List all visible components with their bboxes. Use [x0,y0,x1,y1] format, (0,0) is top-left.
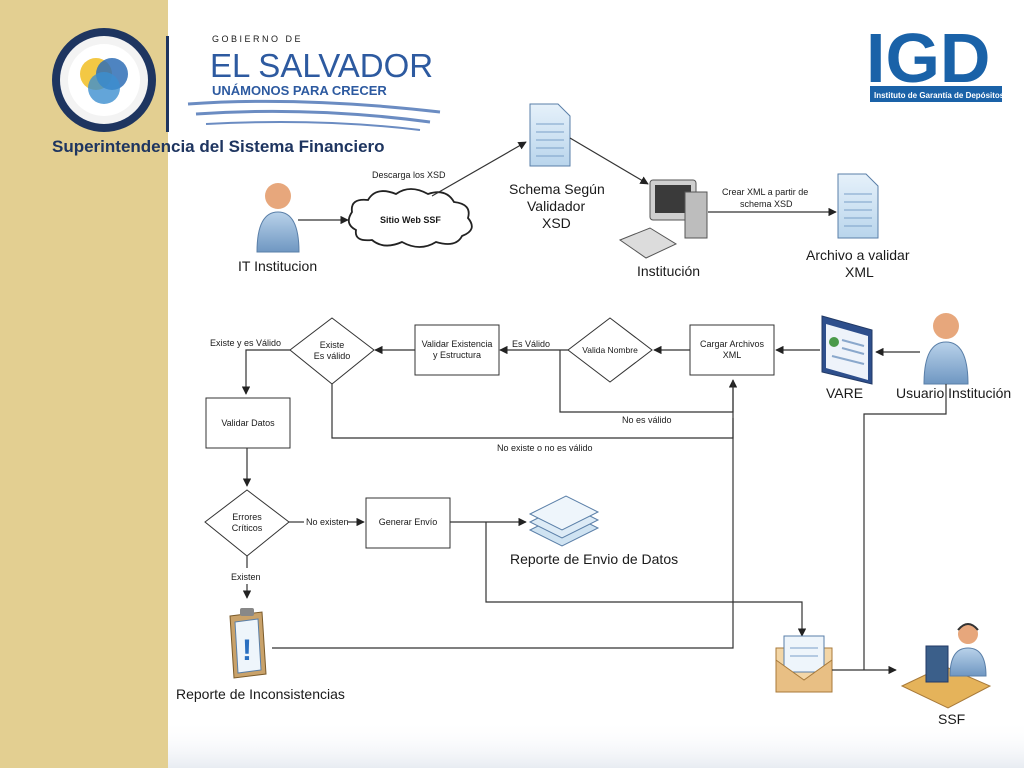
descarga-xsd-label: Descarga los XSD [372,170,446,180]
validar-datos-label: Validar Datos [221,418,275,428]
archivo-label-2: XML [845,264,874,280]
usuario-institucion-person-icon [923,313,969,385]
crear-xml-label-2: schema XSD [740,199,793,209]
svg-text:!: ! [242,634,252,667]
existe-diamond-label-2: Es válido [314,351,351,361]
reporte-inconsistencias-label: Reporte de Inconsistencias [176,686,345,702]
validar-datos-box [205,397,291,449]
crear-xml-label-1: Crear XML a partir de [722,187,808,197]
sitio-web-label: Sitio Web SSF [380,215,441,225]
reporte-envio-label: Reporte de Envio de Datos [510,551,678,567]
vare-label: VARE [826,385,863,401]
schema-label-2: Validador [527,198,585,214]
cargar-archivos-label-1: Cargar Archivos [700,339,765,349]
usuario-institucion-label: Usuario Institución [896,385,1011,401]
it-institucion-person-icon [256,183,300,253]
schema-xsd-document-icon [529,103,571,167]
validar-existencia-box [414,324,500,376]
schema-label-3: XSD [542,215,571,231]
gobierno-main-text: EL SALVADOR [210,47,433,84]
no-existen-label: No existen [306,517,349,527]
schema-label-1: Schema Según [509,181,605,197]
errores-label-1: Errores [232,512,262,522]
cargar-archivos-label-2: XML [723,350,742,360]
validar-existencia-label-1: Validar Existencia [422,339,493,349]
ssf-name-banner: Superintendencia del Sistema Financiero [52,137,385,156]
valida-nombre-label: Valida Nombre [582,345,638,355]
envelope-icon [775,635,833,693]
header-divider [166,36,169,132]
gobierno-top-text: GOBIERNO DE [212,34,303,44]
generar-envio-label: Generar Envío [379,517,438,527]
generar-envio-box [365,497,451,549]
igd-logo-text: IGD [866,19,990,97]
reporte-envio-stack-icon [528,495,600,547]
no-existe-label: No existe o no es válido [497,443,593,453]
cargar-archivos-box [689,324,775,376]
bottom-fade [168,720,1024,768]
no-es-valido-label: No es válido [622,415,672,425]
valida-nombre-diamond [567,317,653,383]
validar-existencia-label-2: y Estructura [433,350,481,360]
vare-window-icon [821,315,873,385]
ssf-workstation-icon [900,623,992,709]
gobierno-el-salvador-logo: GOBIERNO DE EL SALVADOR UNÁMONOS PARA CR… [187,34,441,131]
ssf-label: SSF [938,711,965,727]
institucion-computer-icon [618,179,708,259]
errores-label-2: Críticos [232,523,263,533]
igd-logo: IGD Instituto de Garantía de Depósitos [866,19,1005,102]
it-institucion-label: IT Institucion [238,258,317,274]
es-valido-label: Es Válido [512,339,550,349]
reporte-inconsistencias-clipboard-icon: ! [229,608,267,679]
igd-full-name: Instituto de Garantía de Depósitos [874,91,1005,100]
existe-diamond-label-1: Existe [320,340,345,350]
archivo-label-1: Archivo a validar [806,247,910,263]
institucion-label: Institución [637,263,700,279]
gobierno-tagline-text: UNÁMONOS PARA CRECER [212,83,387,98]
ssf-seal-logo [52,28,156,132]
existen-label: Existen [231,572,261,582]
existe-valido-label: Existe y es Válido [210,338,281,348]
sitio-web-ssf-cloud [347,188,473,248]
archivo-xml-document-icon [837,173,879,239]
